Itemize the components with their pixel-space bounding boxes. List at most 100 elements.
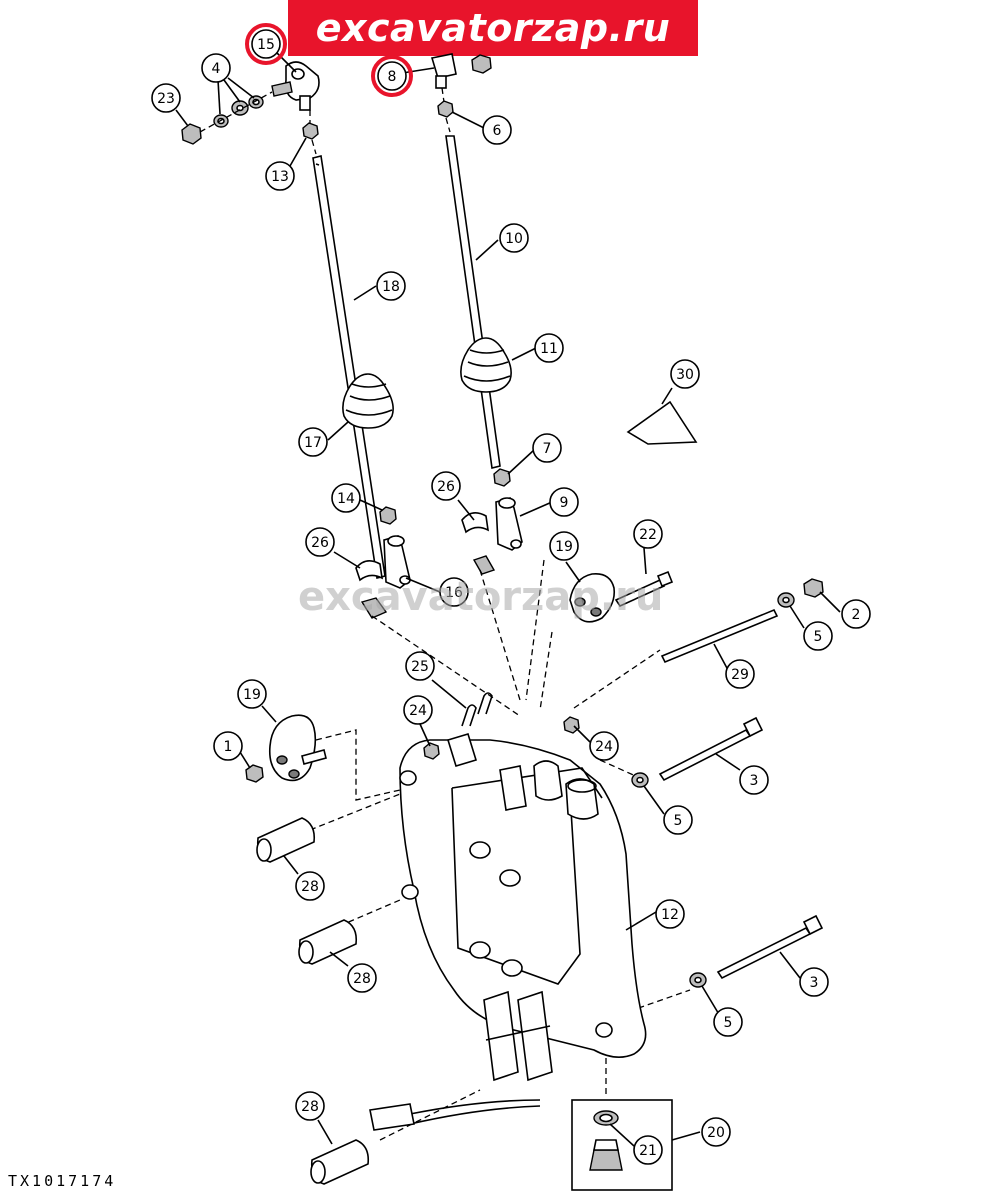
bolt-3-lower [716, 914, 824, 980]
callout-circle [251, 29, 281, 59]
callout-number: 7 [543, 441, 552, 457]
callout-number: 5 [674, 813, 683, 829]
callout-c28b: 28 [347, 963, 377, 993]
sleeve-28-mid [298, 919, 358, 965]
callout-circle [403, 695, 433, 725]
nut-6 [437, 100, 454, 118]
callout-number: 14 [337, 491, 355, 507]
callout-c3b: 3 [799, 967, 829, 997]
callout-number: 23 [157, 91, 175, 107]
callout-circle [841, 599, 871, 629]
callout-highlight-ring [245, 23, 287, 65]
callout-number: 9 [560, 495, 569, 511]
washer-5-upper [631, 772, 649, 788]
callout-number: 19 [243, 687, 261, 703]
callout-c20: 20 [701, 1117, 731, 1147]
callout-number: 24 [595, 739, 613, 755]
callout-number: 8 [388, 69, 397, 85]
callout-c2: 2 [841, 599, 871, 629]
clip-26-left [355, 560, 388, 619]
bolt-3-upper [658, 716, 764, 782]
callout-circle [663, 805, 693, 835]
site-banner: excavatorzap.ru [288, 0, 698, 56]
rod-end-8 [430, 53, 492, 89]
callout-circle [633, 1135, 663, 1165]
clip-26-right [461, 512, 496, 575]
bolt-22 [614, 570, 674, 608]
callout-c19a: 19 [549, 531, 579, 561]
callout-circle [439, 577, 469, 607]
callout-c15: 15 [245, 23, 287, 65]
plate-30 [626, 400, 698, 445]
watermark: excavatorzap.ru [298, 574, 664, 620]
callout-number: 26 [311, 535, 329, 551]
callout-number: 22 [639, 527, 657, 543]
callout-c28a: 28 [295, 871, 325, 901]
callout-circle [295, 1091, 325, 1121]
callout-number: 11 [540, 341, 558, 357]
callout-circle [201, 53, 231, 83]
callout-c24a: 24 [403, 695, 433, 725]
callout-number: 20 [707, 1125, 725, 1141]
callout-number: 28 [353, 971, 371, 987]
callout-circle [151, 83, 181, 113]
callout-c29: 29 [725, 659, 755, 689]
callout-c18: 18 [376, 271, 406, 301]
callout-c1: 1 [213, 731, 243, 761]
callout-c9: 9 [549, 487, 579, 517]
callout-circle [670, 359, 700, 389]
callout-number: 1 [224, 739, 233, 755]
sleeve-28-bottom [310, 1139, 370, 1185]
callout-c19b: 19 [237, 679, 267, 709]
callout-number: 17 [304, 435, 322, 451]
callout-c4: 4 [201, 53, 231, 83]
nut-7 [493, 468, 511, 487]
callout-number: 26 [437, 479, 455, 495]
callout-c7: 7 [532, 433, 562, 463]
callout-c14: 14 [331, 483, 361, 513]
callout-circle [549, 487, 579, 517]
callout-c13: 13 [265, 161, 295, 191]
callout-number: 2 [852, 607, 861, 623]
nut-23 [181, 123, 202, 145]
callout-circle [701, 1117, 731, 1147]
nut-14 [379, 506, 397, 525]
callout-highlight-ring [371, 55, 413, 97]
callout-circle [237, 679, 267, 709]
callout-number: 18 [382, 279, 400, 295]
callout-c30: 30 [670, 359, 700, 389]
sleeve-28-top [256, 817, 316, 863]
callout-number: 28 [301, 1099, 319, 1115]
figure-id: TX1017174 [8, 1172, 117, 1190]
nut-1 [245, 764, 264, 783]
callout-c6: 6 [482, 115, 512, 145]
callout-c25: 25 [405, 651, 435, 681]
callout-number: 29 [731, 667, 749, 683]
callout-number: 25 [411, 659, 429, 675]
washer-5-lower [689, 972, 707, 988]
callout-circle [534, 333, 564, 363]
callout-number: 19 [555, 539, 573, 555]
callout-c8: 8 [371, 55, 413, 97]
callout-number: 4 [212, 61, 221, 77]
callout-number: 6 [493, 123, 502, 139]
callout-circle [803, 621, 833, 651]
callout-number: 12 [661, 907, 679, 923]
callout-c21: 21 [633, 1135, 663, 1165]
washer-nut-2-5 [777, 578, 824, 608]
cotter-pins-25 [461, 692, 493, 727]
callout-circle [376, 271, 406, 301]
nuts-24 [423, 716, 580, 760]
callout-circle [298, 427, 328, 457]
callout-circle [405, 651, 435, 681]
rubber-boot-17 [342, 373, 394, 429]
callout-circle [305, 527, 335, 557]
bracket-19-right [569, 572, 616, 623]
rod-end-15 [271, 61, 320, 111]
lever-rod-18 [312, 155, 386, 579]
callout-c24b: 24 [589, 731, 619, 761]
callout-c5b: 5 [663, 805, 693, 835]
valve-body-12 [369, 733, 647, 1131]
